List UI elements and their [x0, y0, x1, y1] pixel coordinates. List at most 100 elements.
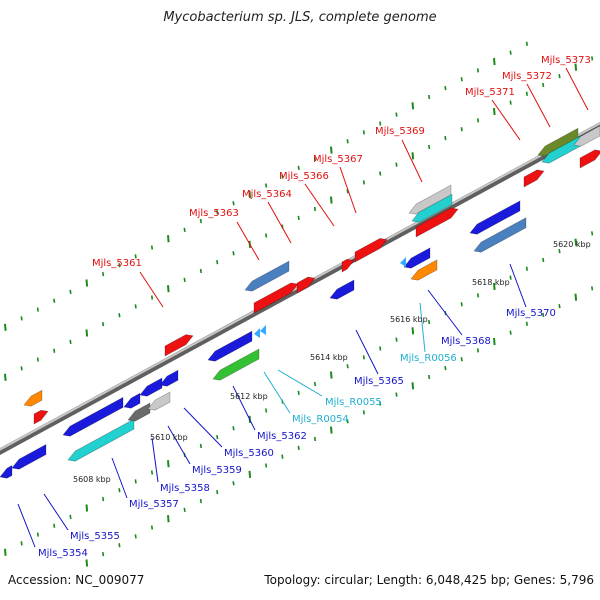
tick-mark — [150, 470, 154, 475]
tick-mark — [265, 183, 268, 188]
tick-mark — [525, 321, 528, 326]
tick-mark — [428, 374, 431, 380]
leader-mjls-5355 — [43, 493, 69, 531]
tick-mark — [476, 348, 480, 353]
tick-mark — [346, 189, 349, 194]
tick-mark — [216, 259, 219, 265]
tick-mark — [167, 285, 170, 293]
gene-block-mjls-left-orange — [23, 389, 43, 407]
tick-mark — [330, 426, 333, 434]
gene-block-mjls-5368a — [403, 247, 431, 269]
gene-label-mjls-5370: Mjls_5370 — [506, 308, 556, 319]
leader-mjls-5365 — [355, 329, 379, 375]
tick-mark — [20, 366, 23, 371]
tick-mark — [265, 463, 268, 468]
gene-block-mjls-5361 — [164, 334, 194, 357]
leader-mjls-r0055 — [277, 369, 323, 397]
gene-label-mjls-5364: Mjls_5364 — [242, 189, 292, 200]
tick-mark — [167, 235, 170, 243]
tick-mark — [36, 307, 39, 312]
gene-label-mjls-5360: Mjls_5360 — [224, 448, 274, 459]
gene-label-mjls-5367: Mjls_5367 — [313, 154, 363, 165]
tick-mark — [69, 289, 72, 294]
leader-mjls-5369 — [401, 139, 423, 183]
tick-mark — [493, 282, 496, 291]
tick-mark — [199, 218, 202, 224]
tick-mark — [395, 162, 398, 167]
leader-mjls-5361 — [139, 271, 164, 308]
tick-mark — [525, 91, 528, 96]
tick-mark — [346, 139, 349, 144]
kbp-label-5620: 5620 kbp — [553, 240, 591, 249]
gene-label-mjls-5373: Mjls_5373 — [541, 55, 591, 66]
tick-mark — [102, 272, 105, 277]
tick-mark — [4, 323, 7, 331]
tick-mark — [199, 443, 202, 449]
tick-mark — [362, 355, 365, 360]
tick-mark — [69, 514, 72, 519]
kbp-label-5618: 5618 kbp — [472, 278, 510, 287]
tick-mark — [199, 498, 202, 504]
tick-mark — [460, 302, 463, 307]
tick-mark — [574, 293, 578, 301]
tick-mark — [493, 337, 496, 346]
tick-mark — [574, 63, 578, 71]
gene-block-mjls-5373b — [579, 149, 600, 169]
tick-mark — [53, 523, 56, 528]
tick-mark — [460, 77, 463, 82]
tick-mark — [183, 507, 186, 512]
trna-chevron-1 — [254, 328, 260, 338]
gene-block-mjls-left-red — [33, 409, 49, 425]
tick-mark — [313, 156, 317, 162]
leader-mjls-5354 — [17, 503, 36, 548]
tick-mark — [574, 238, 578, 246]
tick-mark — [313, 436, 317, 442]
label-leader-lines — [17, 67, 589, 548]
tick-mark — [509, 275, 512, 280]
gene-label-mjls-5369: Mjls_5369 — [375, 126, 425, 137]
tick-mark — [346, 364, 349, 369]
gene-block-mjls-5365 — [329, 279, 355, 300]
tick-mark — [411, 102, 415, 110]
leader-mjls-r0054 — [263, 371, 291, 414]
tick-mark — [509, 330, 512, 335]
gene-block-mjls-5370 — [473, 217, 527, 253]
leader-mjls-5364 — [267, 201, 292, 244]
tick-mark — [558, 73, 561, 79]
leader-mjls-5358 — [151, 437, 159, 483]
leader-mjls-5370 — [509, 263, 527, 308]
tick-mark — [85, 329, 89, 337]
tick-mark — [330, 146, 333, 154]
gene-block-mjls-5373 — [573, 125, 600, 147]
leader-mjls-5357 — [111, 457, 128, 499]
tick-mark — [542, 257, 545, 263]
tick-mark — [591, 231, 594, 236]
tick-mark — [118, 263, 121, 268]
gene-label-mjls-5359: Mjls_5359 — [192, 465, 242, 476]
gene-block-mjls-5359a — [127, 402, 151, 422]
kbp-label-5610: 5610 kbp — [150, 433, 188, 442]
leader-mjls-5362 — [232, 385, 256, 431]
tick-mark — [134, 304, 137, 309]
tick-mark — [379, 401, 382, 406]
tick-mark — [379, 346, 382, 351]
gene-label-mjls-r0056: Mjls_R0056 — [400, 353, 457, 364]
trna-chevron-3 — [400, 257, 406, 267]
tick-mark — [167, 460, 170, 468]
tick-mark — [167, 515, 170, 523]
gene-label-mjls-5362: Mjls_5362 — [257, 431, 307, 442]
tick-mark — [493, 57, 496, 66]
gene-block-mjls-5371 — [523, 169, 545, 188]
tick-mark — [199, 268, 202, 274]
tick-mark — [4, 373, 7, 381]
gene-label-mjls-5361: Mjls_5361 — [92, 258, 142, 269]
tick-mark — [85, 559, 89, 567]
gene-label-mjls-5358: Mjls_5358 — [160, 483, 210, 494]
leader-mjls-5359 — [167, 425, 191, 465]
tick-mark — [411, 382, 415, 390]
leader-mjls-5360 — [183, 407, 223, 448]
tick-mark — [493, 107, 496, 116]
gene-block-mjls-5357 — [67, 418, 135, 462]
tick-mark — [53, 298, 56, 303]
